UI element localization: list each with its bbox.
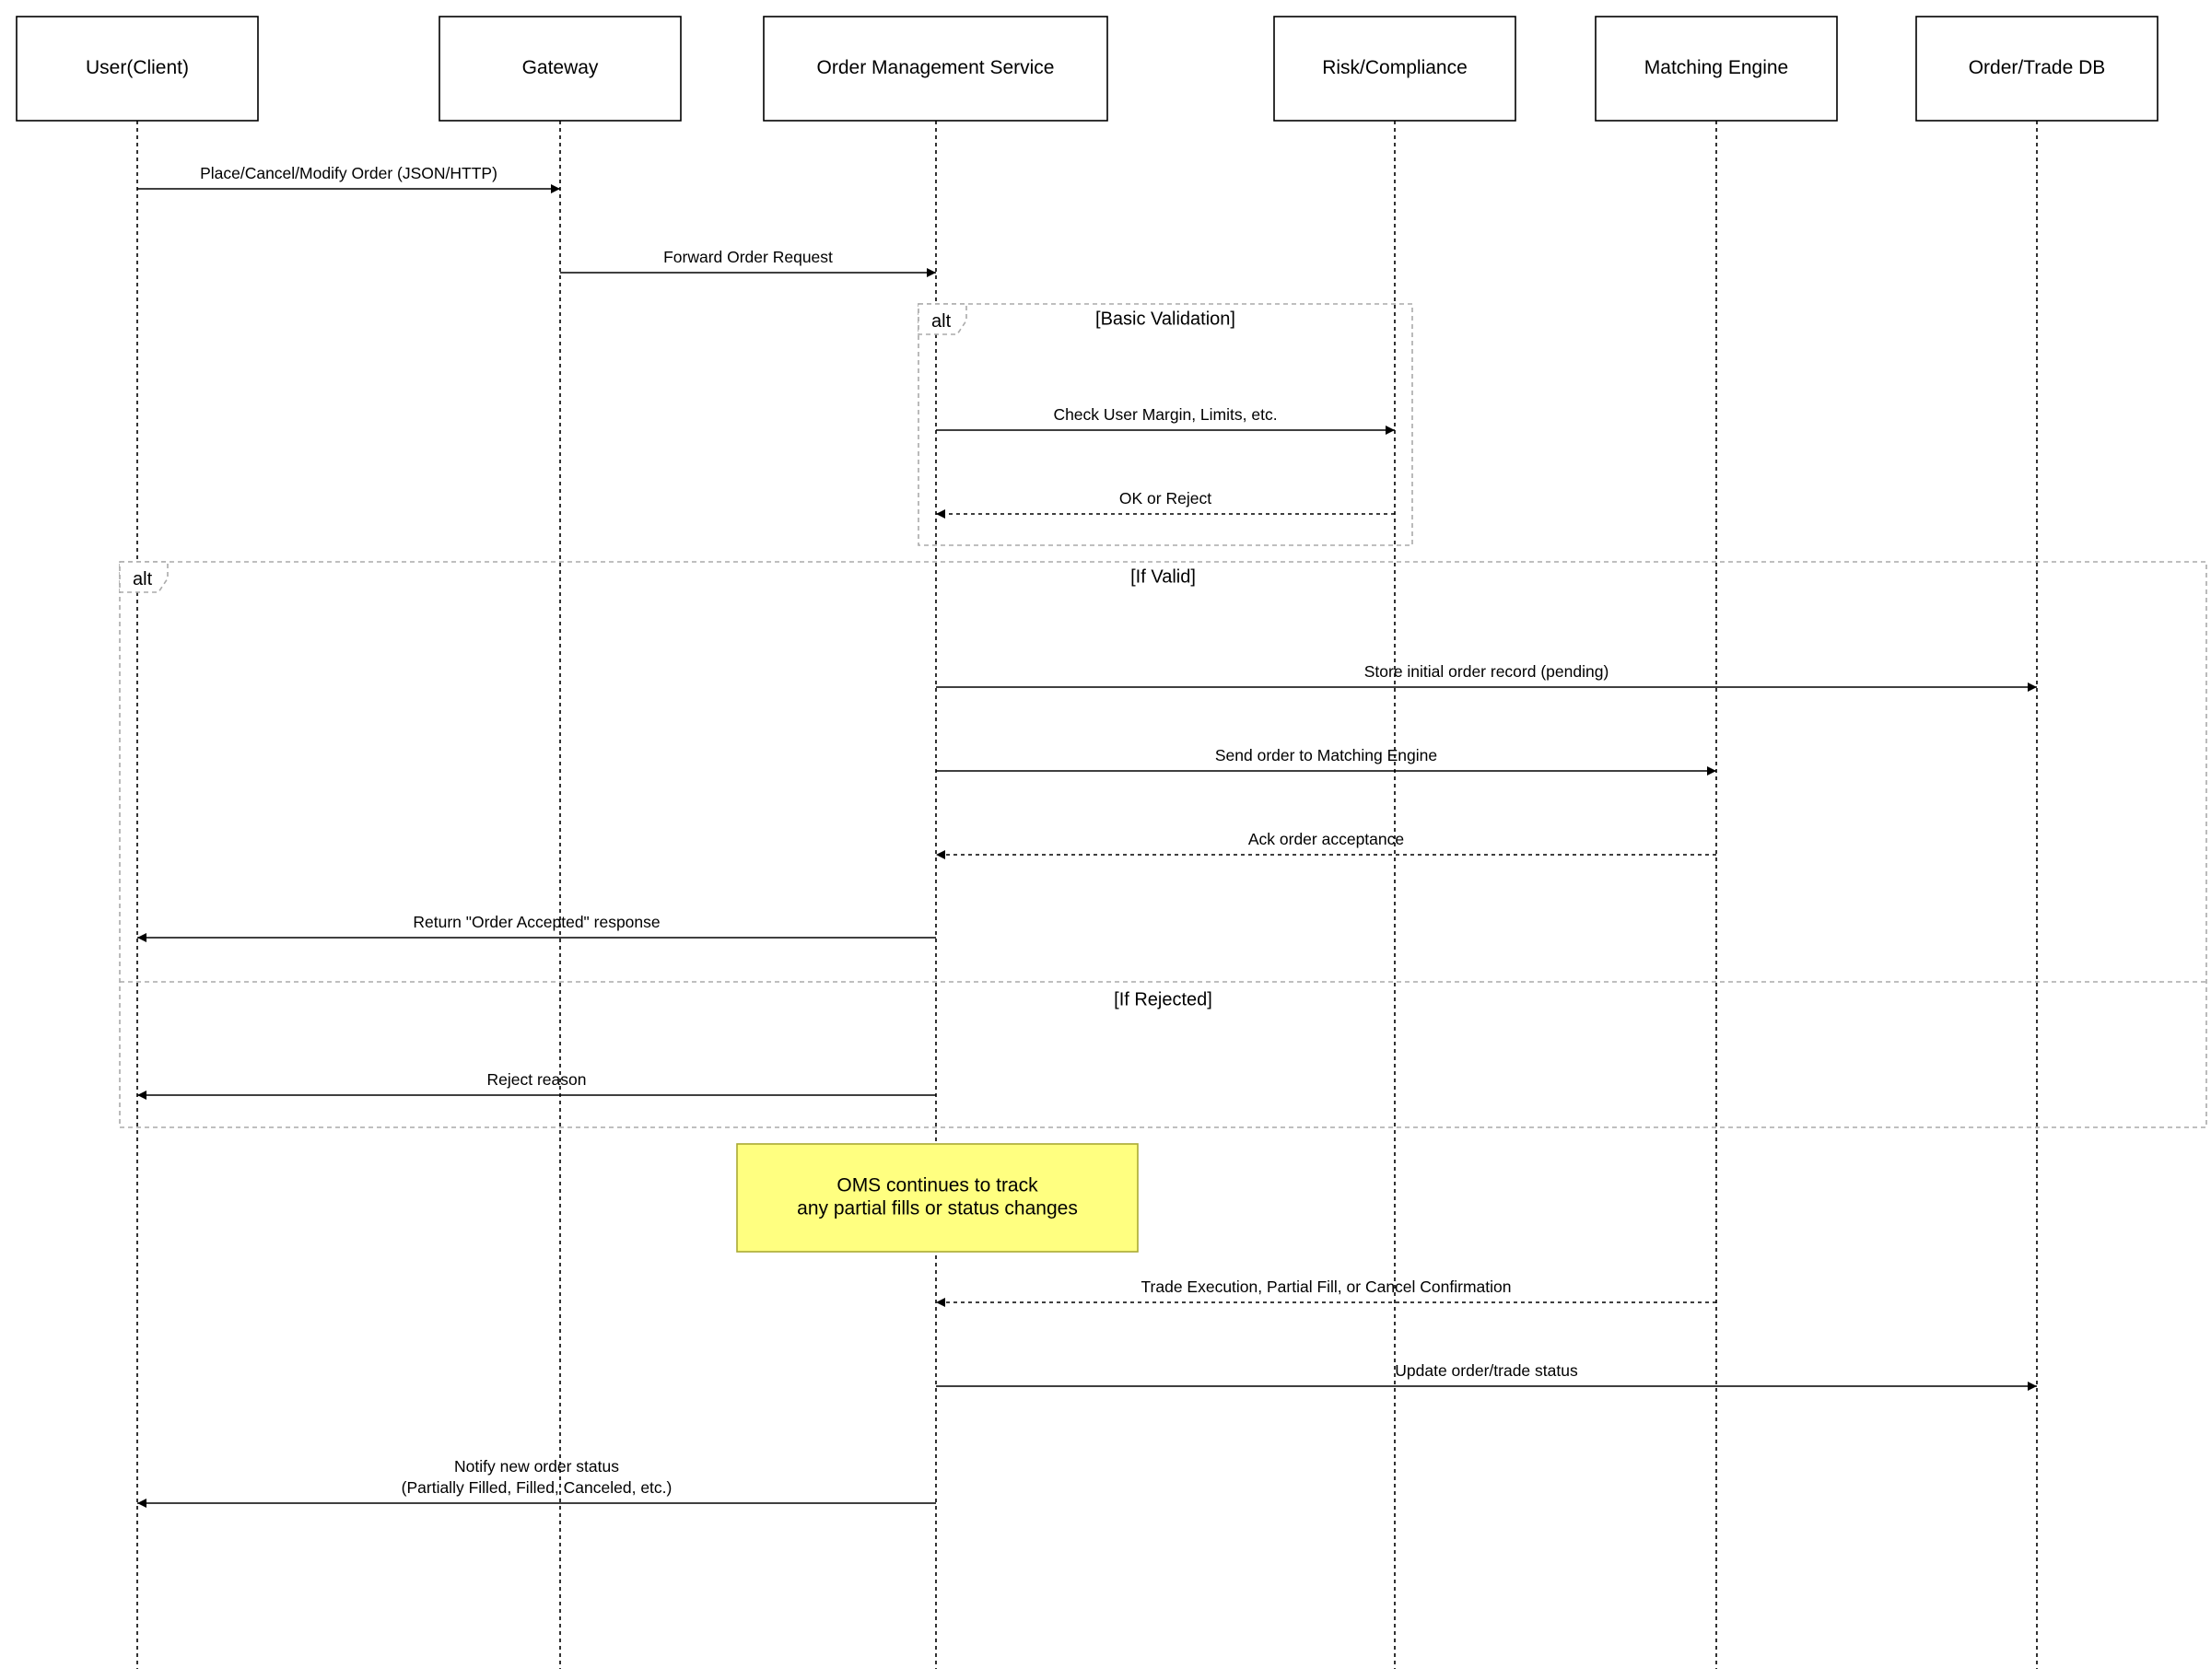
participant-gateway: Gateway (439, 16, 682, 122)
lifelines (136, 121, 2038, 1669)
alt-frame-tag-box (119, 561, 169, 593)
message: Forward Order Request (560, 248, 936, 277)
participant-box (1595, 16, 1838, 122)
participant-box (1273, 16, 1516, 122)
alt-frame: alt [If Valid] [If Rejected] (119, 561, 2207, 1128)
message: Place/Cancel/Modify Order (JSON/HTTP) (137, 164, 560, 193)
alt-frame-border (119, 561, 2207, 1128)
participant-label: Order Management Service (817, 57, 1055, 78)
message-label: Ack order acceptance (1248, 830, 1404, 848)
message-label: Return "Order Accepted" response (413, 913, 660, 931)
message-label: Place/Cancel/Modify Order (JSON/HTTP) (200, 164, 497, 182)
participant-db: Order/Trade DB (1915, 16, 2158, 122)
message-label: Forward Order Request (663, 248, 833, 266)
message: Notify new order status (Partially Filled… (137, 1457, 936, 1508)
message-label: Trade Execution, Partial Fill, or Cancel… (1141, 1278, 1511, 1296)
message-label: Check User Margin, Limits, etc. (1053, 405, 1277, 424)
participant-user: User(Client) (16, 16, 259, 122)
participant-label: User(Client) (86, 57, 189, 78)
participant-box (16, 16, 259, 122)
message: Store initial order record (pending) (936, 662, 2037, 692)
alt-frame-tag: alt (133, 569, 153, 589)
participant-label: Gateway (522, 57, 599, 78)
participant-label: Order/Trade DB (1969, 57, 2106, 78)
participant-box (1915, 16, 2158, 122)
message-label: OK or Reject (1119, 489, 1211, 508)
participant-label: Risk/Compliance (1322, 57, 1468, 78)
message-label: Store initial order record (pending) (1364, 662, 1609, 681)
alt-frame-guard: [If Valid] (1130, 566, 1196, 587)
message-label: (Partially Filled, Filled, Canceled, etc… (402, 1478, 673, 1497)
message: Check User Margin, Limits, etc. (936, 405, 1395, 435)
message: Ack order acceptance (936, 830, 1716, 859)
messages: Place/Cancel/Modify Order (JSON/HTTP) For… (137, 164, 2037, 1508)
participant-oms: Order Management Service (763, 16, 1108, 122)
message: Send order to Matching Engine (936, 746, 1716, 776)
message-label: Send order to Matching Engine (1215, 746, 1437, 764)
message: Update order/trade status (936, 1361, 2037, 1391)
participant-label: Matching Engine (1644, 57, 1788, 78)
message-label: Update order/trade status (1395, 1361, 1578, 1380)
alt-frame-guard: [If Rejected] (1114, 989, 1212, 1009)
participant-box (763, 16, 1108, 122)
note-text: any partial fills or status changes (797, 1198, 1078, 1219)
alt-frame-tag-box (918, 303, 967, 335)
participant-engine: Matching Engine (1595, 16, 1838, 122)
message: Trade Execution, Partial Fill, or Cancel… (936, 1278, 1716, 1307)
message: Reject reason (137, 1070, 936, 1100)
alt-frame-guard: [Basic Validation] (1095, 309, 1235, 329)
message-label: Reject reason (487, 1070, 587, 1089)
message-label: Notify new order status (454, 1457, 619, 1476)
participant-risk: Risk/Compliance (1273, 16, 1516, 122)
note-text: OMS continues to track (836, 1175, 1038, 1196)
alt-frame-border (918, 303, 1413, 546)
message: Return "Order Accepted" response (137, 913, 936, 942)
participant-box (439, 16, 682, 122)
participants: User(Client) Gateway Order Management Serv… (16, 16, 2158, 122)
note-box (736, 1143, 1139, 1253)
alt-frame: alt [Basic Validation] (918, 303, 1413, 546)
alt-frame-tag: alt (931, 311, 952, 332)
message: OK or Reject (936, 489, 1395, 519)
combined-fragments: alt [Basic Validation] alt [If Valid] [If Re… (119, 303, 2207, 1128)
